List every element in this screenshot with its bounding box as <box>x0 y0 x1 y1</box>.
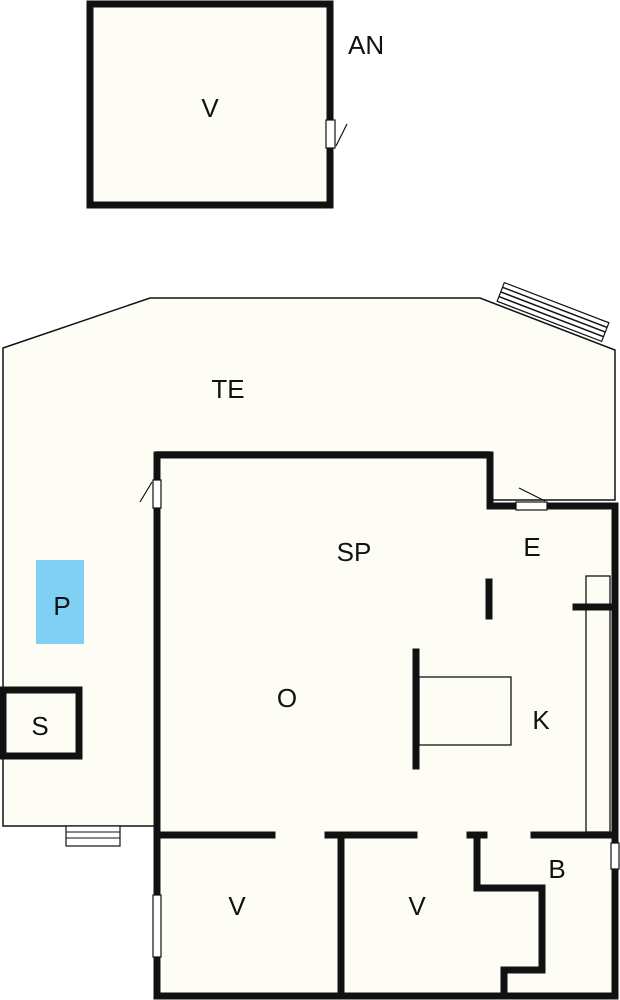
main-house <box>139 451 620 1000</box>
label-an: AN <box>348 30 384 60</box>
label-p: P <box>53 591 70 621</box>
label-annex-v: V <box>201 93 219 123</box>
sauna <box>0 686 83 760</box>
label-o: O <box>277 683 297 713</box>
annex-building <box>86 0 348 209</box>
terrace-steps-bottom <box>65 825 121 847</box>
label-te: TE <box>211 374 244 404</box>
annex-door-swing <box>335 123 348 147</box>
bathroom-wall <box>473 831 546 1000</box>
kitchen-island <box>418 676 512 746</box>
label-k: K <box>532 705 550 735</box>
house-wall-right-upper <box>544 502 619 846</box>
window-right <box>610 842 620 870</box>
label-s: S <box>31 711 48 741</box>
house-wall-bottom-left <box>153 504 619 1000</box>
label-v1: V <box>228 891 246 921</box>
label-sp: SP <box>337 537 372 567</box>
terrace-door-swing <box>139 481 153 503</box>
window-left <box>152 894 162 958</box>
label-b: B <box>548 854 565 884</box>
pool <box>36 560 84 644</box>
entrance-door <box>515 501 548 511</box>
house-wall-top <box>153 451 519 510</box>
terrace-door <box>152 479 162 509</box>
label-v2: V <box>408 891 426 921</box>
house-floor <box>157 452 615 996</box>
annex-floor <box>90 4 331 205</box>
label-e: E <box>523 532 540 562</box>
annex-door <box>325 119 336 149</box>
terrace-steps-top <box>496 281 610 343</box>
entrance-door-swing <box>518 487 546 502</box>
annex-wall <box>86 0 334 209</box>
